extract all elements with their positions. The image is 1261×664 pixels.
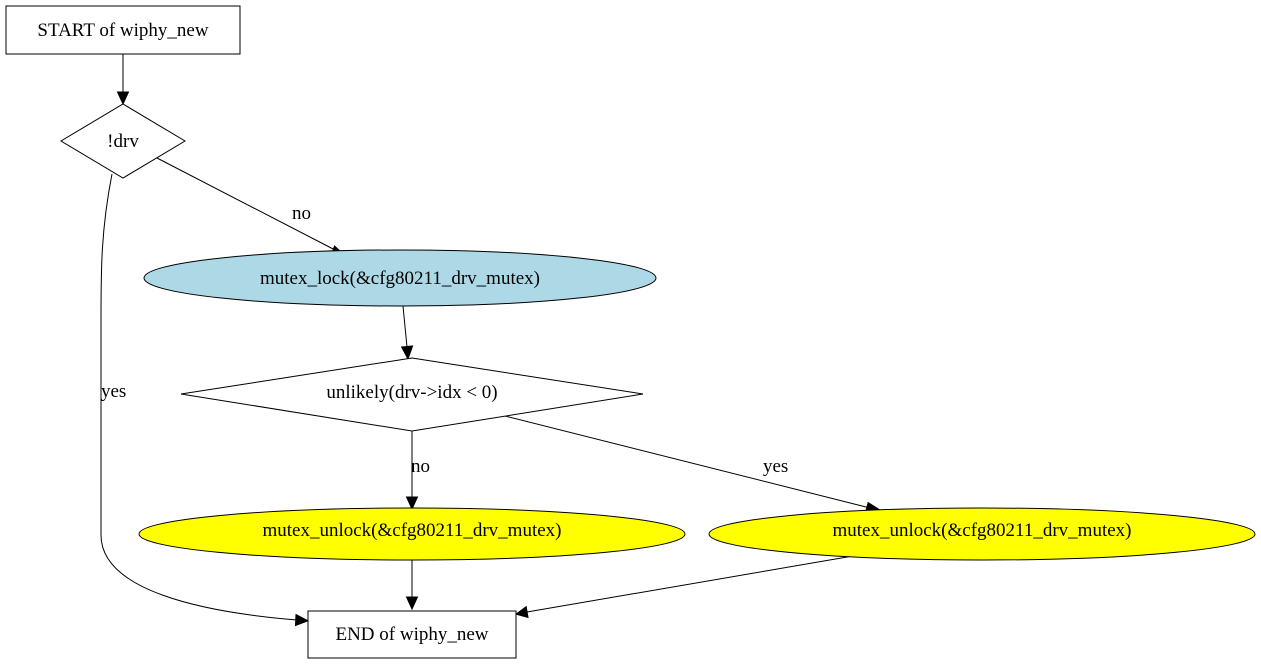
edge-lock-to-idx-check: [400, 305, 414, 361]
start-node: START of wiphy_new: [5, 5, 241, 55]
edge-unlock-yes-to-end: [514, 555, 854, 619]
edge-idx-no: no: [405, 431, 430, 511]
mutex-unlock-yes-label: mutex_unlock(&cfg80211_drv_mutex): [832, 520, 1131, 541]
drv-check-diamond: !drv: [60, 103, 186, 179]
end-node: END of wiphy_new: [307, 610, 517, 659]
edge-label-idx-yes: yes: [763, 456, 788, 477]
edge-drv-no: no: [156, 157, 349, 259]
edge-label-idx-no: no: [411, 456, 430, 477]
edge-drv-yes: yes: [100, 173, 310, 627]
edge-start-to-drv-check: [116, 54, 130, 106]
idx-check-label: unlikely(drv->idx < 0): [326, 382, 497, 403]
start-node-label: START of wiphy_new: [37, 20, 208, 41]
mutex-unlock-yes-ellipse: mutex_unlock(&cfg80211_drv_mutex): [708, 507, 1256, 561]
drv-check-label: !drv: [107, 131, 139, 152]
mutex-lock-ellipse: mutex_lock(&cfg80211_drv_mutex): [143, 249, 657, 307]
end-node-label: END of wiphy_new: [335, 624, 488, 645]
mutex-unlock-no-label: mutex_unlock(&cfg80211_drv_mutex): [262, 520, 561, 541]
edge-idx-yes: yes: [504, 415, 883, 514]
mutex-unlock-no-ellipse: mutex_unlock(&cfg80211_drv_mutex): [138, 507, 686, 561]
edge-label-drv-no: no: [292, 203, 311, 224]
edge-label-drv-yes: yes: [101, 381, 126, 402]
idx-check-diamond: unlikely(drv->idx < 0): [180, 357, 644, 432]
edge-unlock-no-to-end: [405, 560, 419, 611]
mutex-lock-label: mutex_lock(&cfg80211_drv_mutex): [260, 268, 540, 289]
